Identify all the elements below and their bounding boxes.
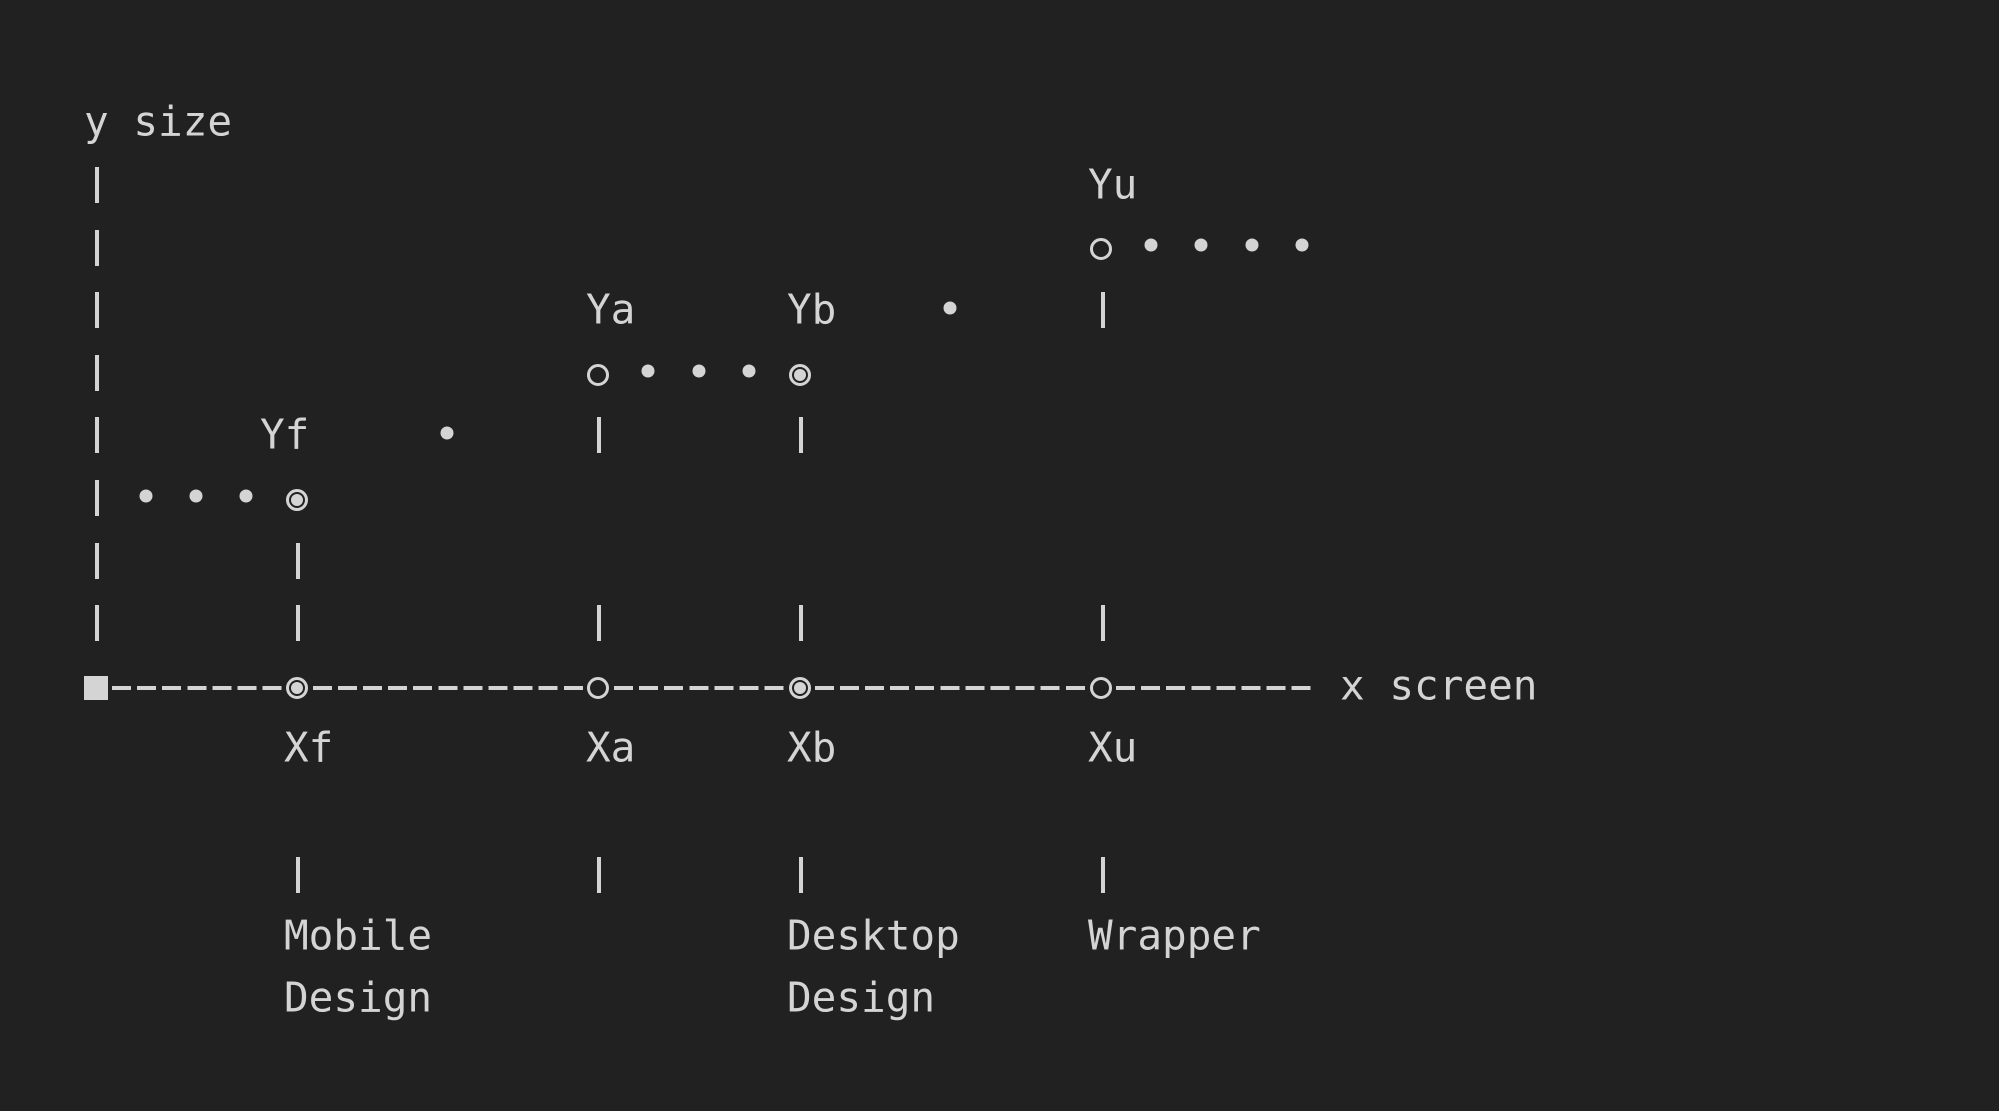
open-node-xa [587, 677, 609, 699]
filled-node-xb [789, 677, 811, 699]
dot [943, 301, 957, 315]
x-axis-label: x screen [1340, 661, 1538, 710]
desktop-design-label: Desktop [787, 911, 960, 960]
desktop-design-label-2: Design [787, 973, 936, 1022]
open-node-xu [1090, 677, 1112, 699]
point-label-xa: Xa [586, 723, 636, 772]
point-label-xb: Xb [787, 723, 837, 772]
point-label-yu: Yu [1088, 160, 1138, 209]
xb-connector [799, 857, 803, 893]
open-node-yu [1090, 238, 1112, 260]
point-label-yf: Yf [260, 410, 310, 459]
dot [1194, 238, 1208, 252]
xa-vertical-segment [597, 417, 601, 453]
dot [189, 489, 203, 503]
y-axis-label: y size [84, 97, 233, 146]
dot [239, 489, 253, 503]
xb-vertical-segment [799, 605, 803, 641]
xf-vertical-segment [296, 543, 300, 579]
xa-vertical-segment [597, 605, 601, 641]
xb-vertical-segment [799, 417, 803, 453]
xf-connector [296, 857, 300, 893]
open-node-ya [587, 364, 609, 386]
xf-vertical-segment [296, 605, 300, 641]
xu-vertical-segment [1101, 605, 1105, 641]
dot [641, 364, 655, 378]
dot [139, 489, 153, 503]
filled-node-xf [286, 677, 308, 699]
xu-connector [1101, 857, 1105, 893]
wrapper-label: Wrapper [1088, 911, 1261, 960]
dot [742, 364, 756, 378]
point-label-ya: Ya [586, 285, 636, 334]
dot [440, 426, 454, 440]
y-axis-segment [95, 230, 99, 266]
dot [1295, 238, 1309, 252]
origin-square-icon [84, 676, 108, 700]
y-axis-segment [95, 543, 99, 579]
filled-node-yf [286, 489, 308, 511]
mobile-design-label-2: Design [284, 973, 433, 1022]
y-axis-segment [95, 355, 99, 391]
y-axis-segment [95, 480, 99, 516]
xu-vertical-segment [1101, 292, 1105, 328]
y-axis-segment [95, 167, 99, 203]
mobile-design-label: Mobile [284, 911, 433, 960]
dot [1245, 238, 1259, 252]
point-label-yb: Yb [787, 285, 837, 334]
xa-connector [597, 857, 601, 893]
y-axis-segment [95, 292, 99, 328]
point-label-xu: Xu [1088, 723, 1138, 772]
point-label-xf: Xf [284, 723, 334, 772]
dot [1144, 238, 1158, 252]
filled-node-yb [789, 364, 811, 386]
y-axis-segment [95, 605, 99, 641]
y-axis-segment [95, 417, 99, 453]
x-axis-line [112, 686, 1317, 690]
dot [692, 364, 706, 378]
